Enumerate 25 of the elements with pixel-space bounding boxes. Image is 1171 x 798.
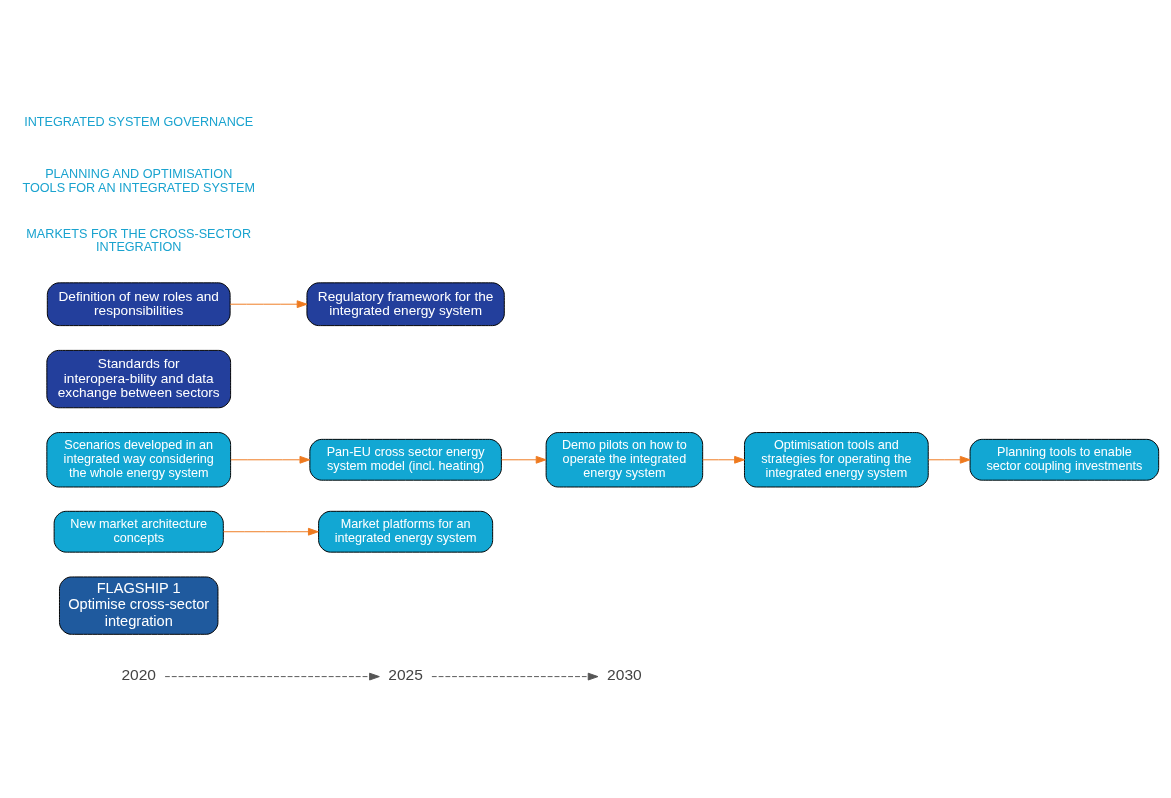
arrow [431, 672, 599, 680]
node-box: Optimisation tools and strategies for operating the integrated energy system [744, 431, 929, 487]
arrow [501, 455, 547, 464]
node-box: Standards for interopera-bility and data exchange between sectors [46, 349, 232, 408]
arrow [927, 455, 971, 464]
label: PLANNING AND OPTIMISATION TOOLS FOR AN INTEGRATED SYSTEM [22, 166, 255, 195]
node-box: Regulatory framework for the integrated energy system [306, 281, 505, 326]
node-box: Demo pilots on how to operate the integrated energy system [545, 431, 704, 487]
node-text: 2020 [121, 665, 157, 683]
node-box: Market platforms for an integrated energy system [318, 510, 494, 553]
arrow [230, 455, 311, 464]
label: MARKETS FOR THE CROSS-SECTOR INTEGRATION [26, 226, 252, 254]
node-box: New market architecture concepts [53, 510, 224, 553]
label: INTEGRATED SYSTEM GOVERNANCE [24, 114, 254, 129]
node-box: Planning tools to enable sector coupling investments [969, 438, 1160, 481]
arrow [229, 299, 308, 308]
node-box: Definition of new roles and responsibilities [46, 281, 231, 326]
node-box: FLAGSHIP 1 Optimise cross-sector integration [59, 575, 219, 635]
node-text: 2030 [607, 665, 642, 683]
arrow [702, 455, 745, 464]
node-text: 2025 [388, 665, 423, 683]
node-box: Pan-EU cross sector energy system model (incl. heating) [309, 438, 502, 481]
arrow [223, 527, 319, 536]
node-box: Scenarios developed in an integrated way considering the whole energy system [46, 431, 232, 487]
arrow [164, 672, 380, 680]
